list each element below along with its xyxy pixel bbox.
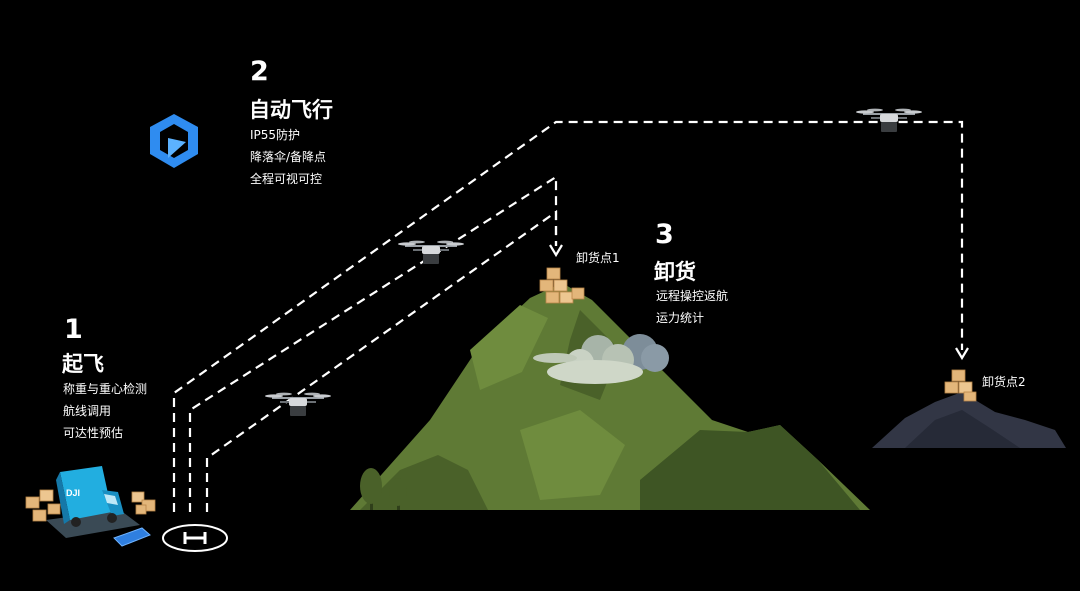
mountain-illustration [350, 283, 870, 510]
drone-icon [856, 108, 922, 132]
drone-icon [265, 392, 331, 416]
step-2-title: 自动飞行 [249, 98, 333, 122]
step-2-items: IP55防护 降落伞/备降点 全程可视可控 [250, 124, 326, 190]
drone-icon [398, 240, 464, 264]
step-1-item: 航线调用 [63, 404, 112, 418]
package-boxes-point1-icon [539, 267, 585, 304]
flight-path-high [172, 120, 964, 512]
flight-path-lines [172, 120, 964, 512]
drop-point-1-label: 卸货点1 [576, 251, 620, 265]
helipad-icon [162, 524, 228, 552]
phone-icon [113, 527, 151, 547]
step-3-number: 3 [655, 219, 674, 250]
step-1-item: 称重与重心检测 [63, 382, 148, 396]
step-1-title: 起飞 [62, 352, 104, 376]
tree-icon [360, 468, 407, 510]
drop-point-2-label: 卸货点2 [982, 375, 1026, 389]
arrow-down-icon [549, 244, 969, 361]
step-3-items: 远程操控返航 运力统计 [656, 285, 728, 329]
step-2-item: 全程可视可控 [250, 172, 323, 186]
truck-brand-label: DJI [66, 488, 80, 498]
delivery-truck-illustration: DJI [25, 466, 156, 538]
step-3-item: 运力统计 [656, 311, 705, 325]
package-boxes-point2-icon [944, 369, 977, 402]
far-mountain [872, 392, 1066, 448]
step-2-item: IP55防护 [250, 128, 301, 142]
flight-path-low [205, 209, 558, 512]
step-3-title: 卸货 [654, 260, 696, 284]
app-logo-icon [150, 114, 198, 168]
step-1-item: 可达性预估 [63, 426, 124, 440]
step-3-item: 远程操控返航 [656, 289, 729, 303]
cloud-icon [533, 334, 669, 384]
step-2-number: 2 [250, 56, 269, 87]
step-2-item: 降落伞/备降点 [250, 150, 327, 164]
step-1-number: 1 [64, 314, 83, 345]
step-1-items: 称重与重心检测 航线调用 可达性预估 [63, 378, 147, 444]
